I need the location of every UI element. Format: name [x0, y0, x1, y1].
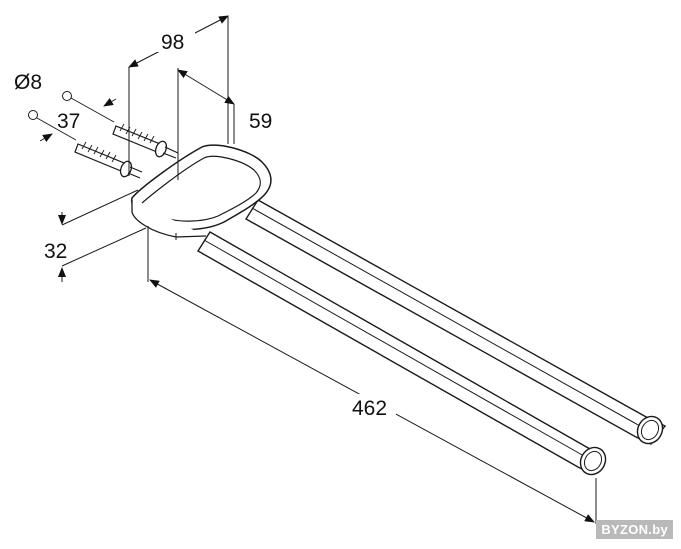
dimension-37 — [39, 98, 117, 142]
dimension-32 — [58, 189, 147, 282]
dimension-462-label: 462 — [352, 397, 387, 420]
wall-anchor-upper — [112, 123, 179, 159]
dimension-98-label: 98 — [161, 31, 184, 54]
dimension-diameter-label: Ø8 — [14, 71, 42, 94]
dimension-59-label: 59 — [249, 110, 272, 133]
wall-anchor-lower — [74, 141, 143, 179]
dimension-59 — [177, 68, 235, 180]
label-98-bg — [157, 28, 195, 52]
label-462-bg — [348, 394, 396, 420]
dimension-32-label: 32 — [44, 240, 67, 263]
dimension-37-label: 37 — [57, 110, 80, 133]
wall-bracket — [130, 144, 272, 240]
diameter-leader — [28, 91, 115, 141]
towel-rail-front — [197, 231, 607, 476]
towel-rail-back — [245, 199, 667, 445]
watermark: BYZON.by — [596, 520, 673, 539]
